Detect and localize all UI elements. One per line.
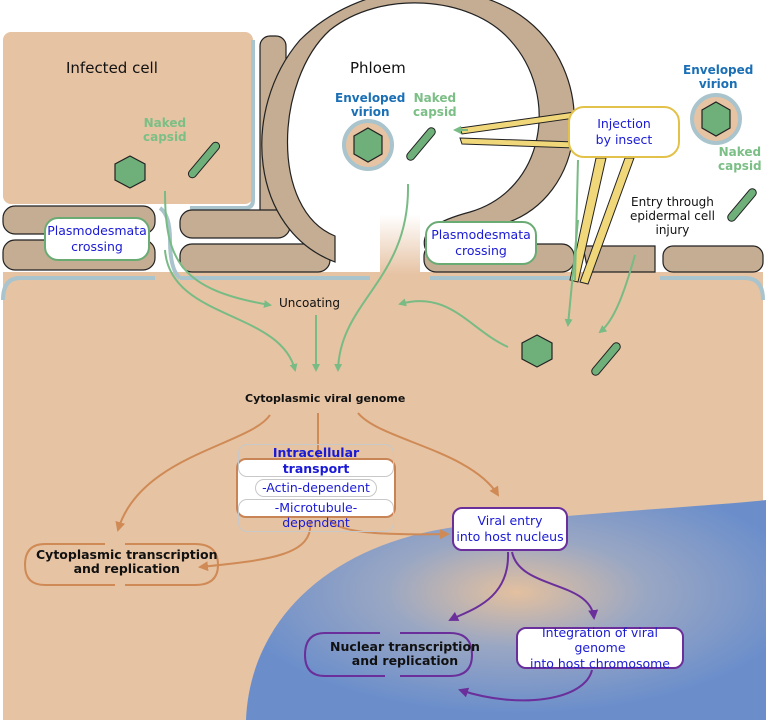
label-line: Naked bbox=[718, 145, 762, 159]
label-line: Entry through bbox=[631, 195, 714, 209]
phloem-channel bbox=[380, 215, 420, 275]
box-line: Injection bbox=[597, 116, 651, 132]
label-line: and replication bbox=[73, 561, 180, 577]
injection-by-insect-box: Injection by insect bbox=[568, 106, 680, 158]
label-line: Enveloped bbox=[683, 63, 754, 77]
nucleus-arrows bbox=[448, 551, 599, 702]
box-line: Integration of viral genome bbox=[541, 624, 658, 656]
intracellular-transport-box: Intracellular transport -Actin-dependent… bbox=[236, 443, 396, 533]
stylet-channel bbox=[574, 159, 579, 281]
naked-capsid-hexagon-icon bbox=[114, 155, 146, 189]
label-line: capsid bbox=[413, 104, 457, 119]
box-line: by insect bbox=[595, 132, 653, 147]
enveloped-virion-label: Enveloped virion bbox=[683, 63, 754, 92]
naked-capsid-label: Naked capsid bbox=[413, 91, 457, 120]
box-line: into host nucleus bbox=[456, 529, 564, 544]
entry-arrows bbox=[164, 126, 636, 372]
box-line: crossing bbox=[455, 243, 507, 258]
label-line: Enveloped bbox=[335, 91, 406, 105]
enveloped-virion-icon bbox=[342, 119, 394, 171]
label-line: injury bbox=[655, 222, 690, 237]
uncoating-label: Uncoating bbox=[279, 296, 340, 310]
plasmodesmata-crossing-box: Plasmodesmata crossing bbox=[44, 217, 150, 261]
nuclear-cycle-loop bbox=[303, 632, 474, 677]
cytoplasmic-replication-label: Cytoplasmic transcription and replicatio… bbox=[36, 547, 218, 577]
infected-cell bbox=[3, 32, 253, 204]
box-line: Plasmodesmata bbox=[431, 227, 531, 243]
box-line: Plasmodesmata bbox=[47, 223, 147, 239]
label-line: epidermal cell bbox=[630, 208, 715, 223]
helical-capsid-icon bbox=[187, 141, 221, 179]
box-line: into host chromosome bbox=[529, 655, 671, 671]
label-line: virion bbox=[698, 76, 738, 91]
label-line: Naked bbox=[143, 116, 187, 130]
box-line: Viral entry bbox=[477, 513, 543, 529]
cytoplasm-arrows bbox=[115, 412, 500, 572]
cytoplasmic-cycle-loop bbox=[23, 543, 220, 586]
naked-capsid-hexagon-icon bbox=[521, 334, 553, 368]
enveloped-virion-label: Enveloped virion bbox=[335, 91, 406, 120]
insect-stylet bbox=[459, 111, 635, 285]
viral-entry-box: Viral entry into host nucleus bbox=[452, 507, 568, 551]
plasmodesmata-crossing-box: Plasmodesmata crossing bbox=[425, 221, 537, 265]
label-line: capsid bbox=[143, 129, 187, 144]
helical-capsid-icon bbox=[406, 127, 436, 161]
transport-item: -Actin-dependent bbox=[255, 479, 377, 497]
infected-cell-membrane bbox=[190, 40, 255, 210]
transport-item: -Microtubule-dependent bbox=[238, 498, 394, 533]
naked-capsid-label: Naked capsid bbox=[143, 116, 187, 145]
label-line: Nuclear transcription bbox=[330, 639, 480, 654]
label-line: virion bbox=[350, 104, 390, 119]
label-line: Cytoplasmic transcription bbox=[36, 547, 218, 562]
box-line: crossing bbox=[71, 239, 123, 254]
entry-epidermal-label: Entry through epidermal cell injury bbox=[630, 195, 715, 237]
helical-capsid-icon bbox=[727, 188, 757, 222]
phloem-label: Phloem bbox=[350, 59, 406, 77]
label-line: Naked bbox=[413, 91, 457, 105]
helical-capsid-icon bbox=[591, 342, 621, 376]
host-cell-membrane-segment bbox=[180, 276, 765, 301]
phloem-lumen bbox=[303, 17, 530, 250]
label-line: capsid bbox=[718, 158, 762, 173]
transport-title: Intracellular transport bbox=[238, 443, 394, 478]
nuclear-replication-label: Nuclear transcription and replication bbox=[330, 639, 480, 669]
host-cell-membrane bbox=[1, 276, 155, 301]
naked-capsid-label: Naked capsid bbox=[718, 145, 762, 174]
cytoplasmic-viral-genome-label: Cytoplasmic viral genome bbox=[245, 392, 406, 405]
infected-cell-label: Infected cell bbox=[66, 59, 158, 77]
integration-box: Integration of viral genome into host ch… bbox=[516, 624, 684, 671]
enveloped-virion-icon bbox=[690, 93, 742, 145]
label-line: and replication bbox=[351, 653, 459, 669]
